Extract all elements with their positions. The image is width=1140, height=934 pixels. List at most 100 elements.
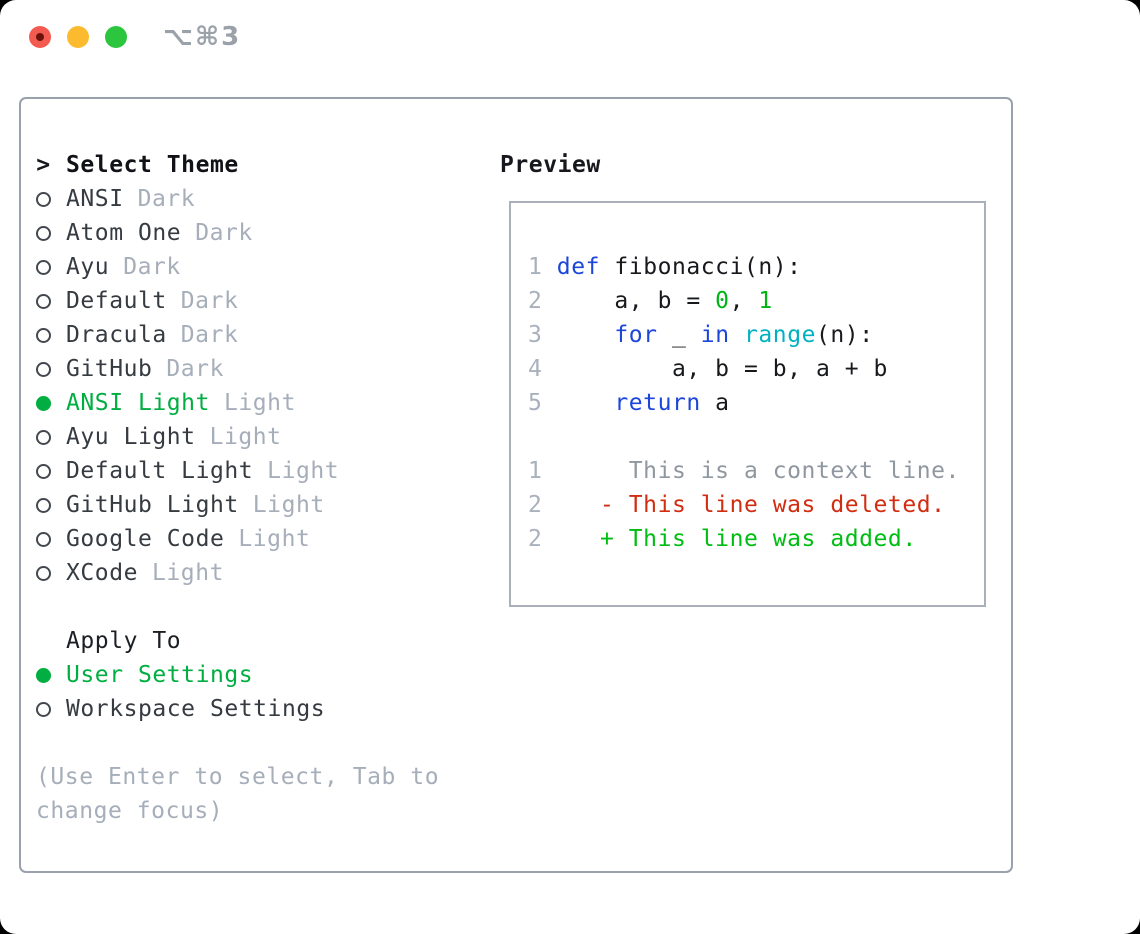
theme-option-github-light[interactable]: GitHub Light Light [36,488,339,522]
theme-option-default[interactable]: Default Dark [36,284,339,318]
radio-icon [36,701,51,717]
preview-pane: 1 def fibonacci(n): 2 a, b = 0, 1 3 for _ … [509,201,986,607]
theme-option-ansi[interactable]: ANSI Dark [36,182,339,216]
theme-option-label: Google Code [66,526,225,552]
theme-option-default-light[interactable]: Default Light Light [36,454,339,488]
code-token [730,322,744,348]
code-token: for [614,322,658,348]
radio-icon [36,531,51,547]
code-token: 1 [758,288,773,314]
line-number: 2 [528,526,557,552]
theme-option-label: XCode [66,560,138,586]
line-number: 1 [528,254,557,280]
theme-variant-tag: Dark [195,220,253,246]
theme-option-ayu[interactable]: Ayu Dark [36,250,339,284]
diff-line-deleted: 2 - This line was deleted. [528,488,960,522]
theme-variant-tag: Light [223,390,296,416]
radio-icon [36,259,51,275]
theme-option-xcode[interactable]: XCode Light [36,556,339,590]
theme-option-label: Dracula [66,322,167,348]
radio-icon [36,225,51,241]
code-preview: 1 def fibonacci(n): 2 a, b = 0, 1 3 for _ … [528,250,960,556]
code-token: , [729,288,759,314]
line-number: 5 [528,390,557,416]
code-token [557,390,615,416]
code-line: 5 return a [528,386,960,420]
radio-selected-icon [36,395,51,411]
theme-option-atom-one[interactable]: Atom One Dark [36,216,339,250]
apply-option-workspace-settings[interactable]: Workspace Settings [36,692,339,726]
theme-option-ansi-light[interactable]: ANSI Light Light [36,386,339,420]
line-number: 2 [528,492,557,518]
theme-variant-tag: Dark [180,322,239,348]
apply-option-label: User Settings [66,662,254,688]
code-token: in [700,322,730,348]
code-line: 3 for _ in range(n): [528,318,960,352]
apply-to-title: Apply To [66,628,182,654]
radio-icon [36,565,51,581]
zoom-button[interactable] [105,26,127,48]
diff-text: This is a context line. [556,458,960,484]
radio-icon [36,191,51,207]
code-line: 1 def fibonacci(n): [528,250,960,284]
diff-text: - This line was deleted. [556,492,946,518]
apply-to-header: Apply To [36,624,339,658]
theme-option-label: ANSI Light [66,390,210,416]
diff-line-context: 1 This is a context line. [528,454,960,488]
code-token: a, b = [556,288,716,314]
preview-title: Preview [500,152,601,178]
theme-option-label: ANSI [66,186,124,212]
code-token: a, b = b, a + b [556,356,888,382]
code-token: def [556,254,600,280]
diff-line-added: 2 + This line was added. [528,522,960,556]
code-token [557,322,615,348]
apply-option-user-settings[interactable]: User Settings [36,658,339,692]
cursor-icon: > [36,152,51,178]
window-shortcut-label: ⌥⌘3 [163,22,242,52]
theme-variant-tag: Light [238,526,311,552]
theme-option-label: Default [66,288,167,314]
line-number: 3 [528,322,557,348]
theme-variant-tag: Light [267,458,340,484]
minimize-button[interactable] [67,26,89,48]
theme-option-label: Ayu [66,254,110,280]
theme-variant-tag: Dark [180,288,239,314]
code-token: 0 [715,288,730,314]
select-theme-title: Select Theme [66,152,239,178]
radio-icon [36,429,51,445]
line-number: 4 [528,356,557,382]
theme-variant-tag: Dark [123,254,181,280]
line-number: 1 [528,458,557,484]
radio-icon [36,497,51,513]
help-text-line: (Use Enter to select, Tab to [36,764,440,790]
diff-text: + This line was added. [556,526,917,552]
theme-option-dracula[interactable]: Dracula Dark [36,318,339,352]
code-token: (n): [816,322,874,348]
radio-icon [36,327,51,343]
code-token: _ [657,322,701,348]
theme-option-label: Atom One [66,220,182,246]
theme-variant-tag: Light [252,492,325,518]
code-token: fibonacci(n): [600,254,802,280]
close-button[interactable] [29,26,51,48]
select-theme-header: > Select Theme [36,148,339,182]
theme-option-google-code[interactable]: Google Code Light [36,522,339,556]
theme-option-label: GitHub [66,356,153,382]
apply-option-label: Workspace Settings [66,696,326,722]
theme-variant-tag: Dark [137,186,196,212]
theme-variant-tag: Light [152,560,224,586]
diff-lines: 1 This is a context line.2 - This line w… [528,454,960,556]
theme-option-label: GitHub Light [66,492,239,518]
theme-option-label: Default Light [66,458,254,484]
code-line: 4 a, b = b, a + b [528,352,960,386]
code-token: range [744,322,816,348]
theme-option-label: Ayu Light [66,424,196,450]
help-text-line: change focus) [36,798,224,824]
help-text: (Use Enter to select, Tab to change focus… [36,760,439,828]
